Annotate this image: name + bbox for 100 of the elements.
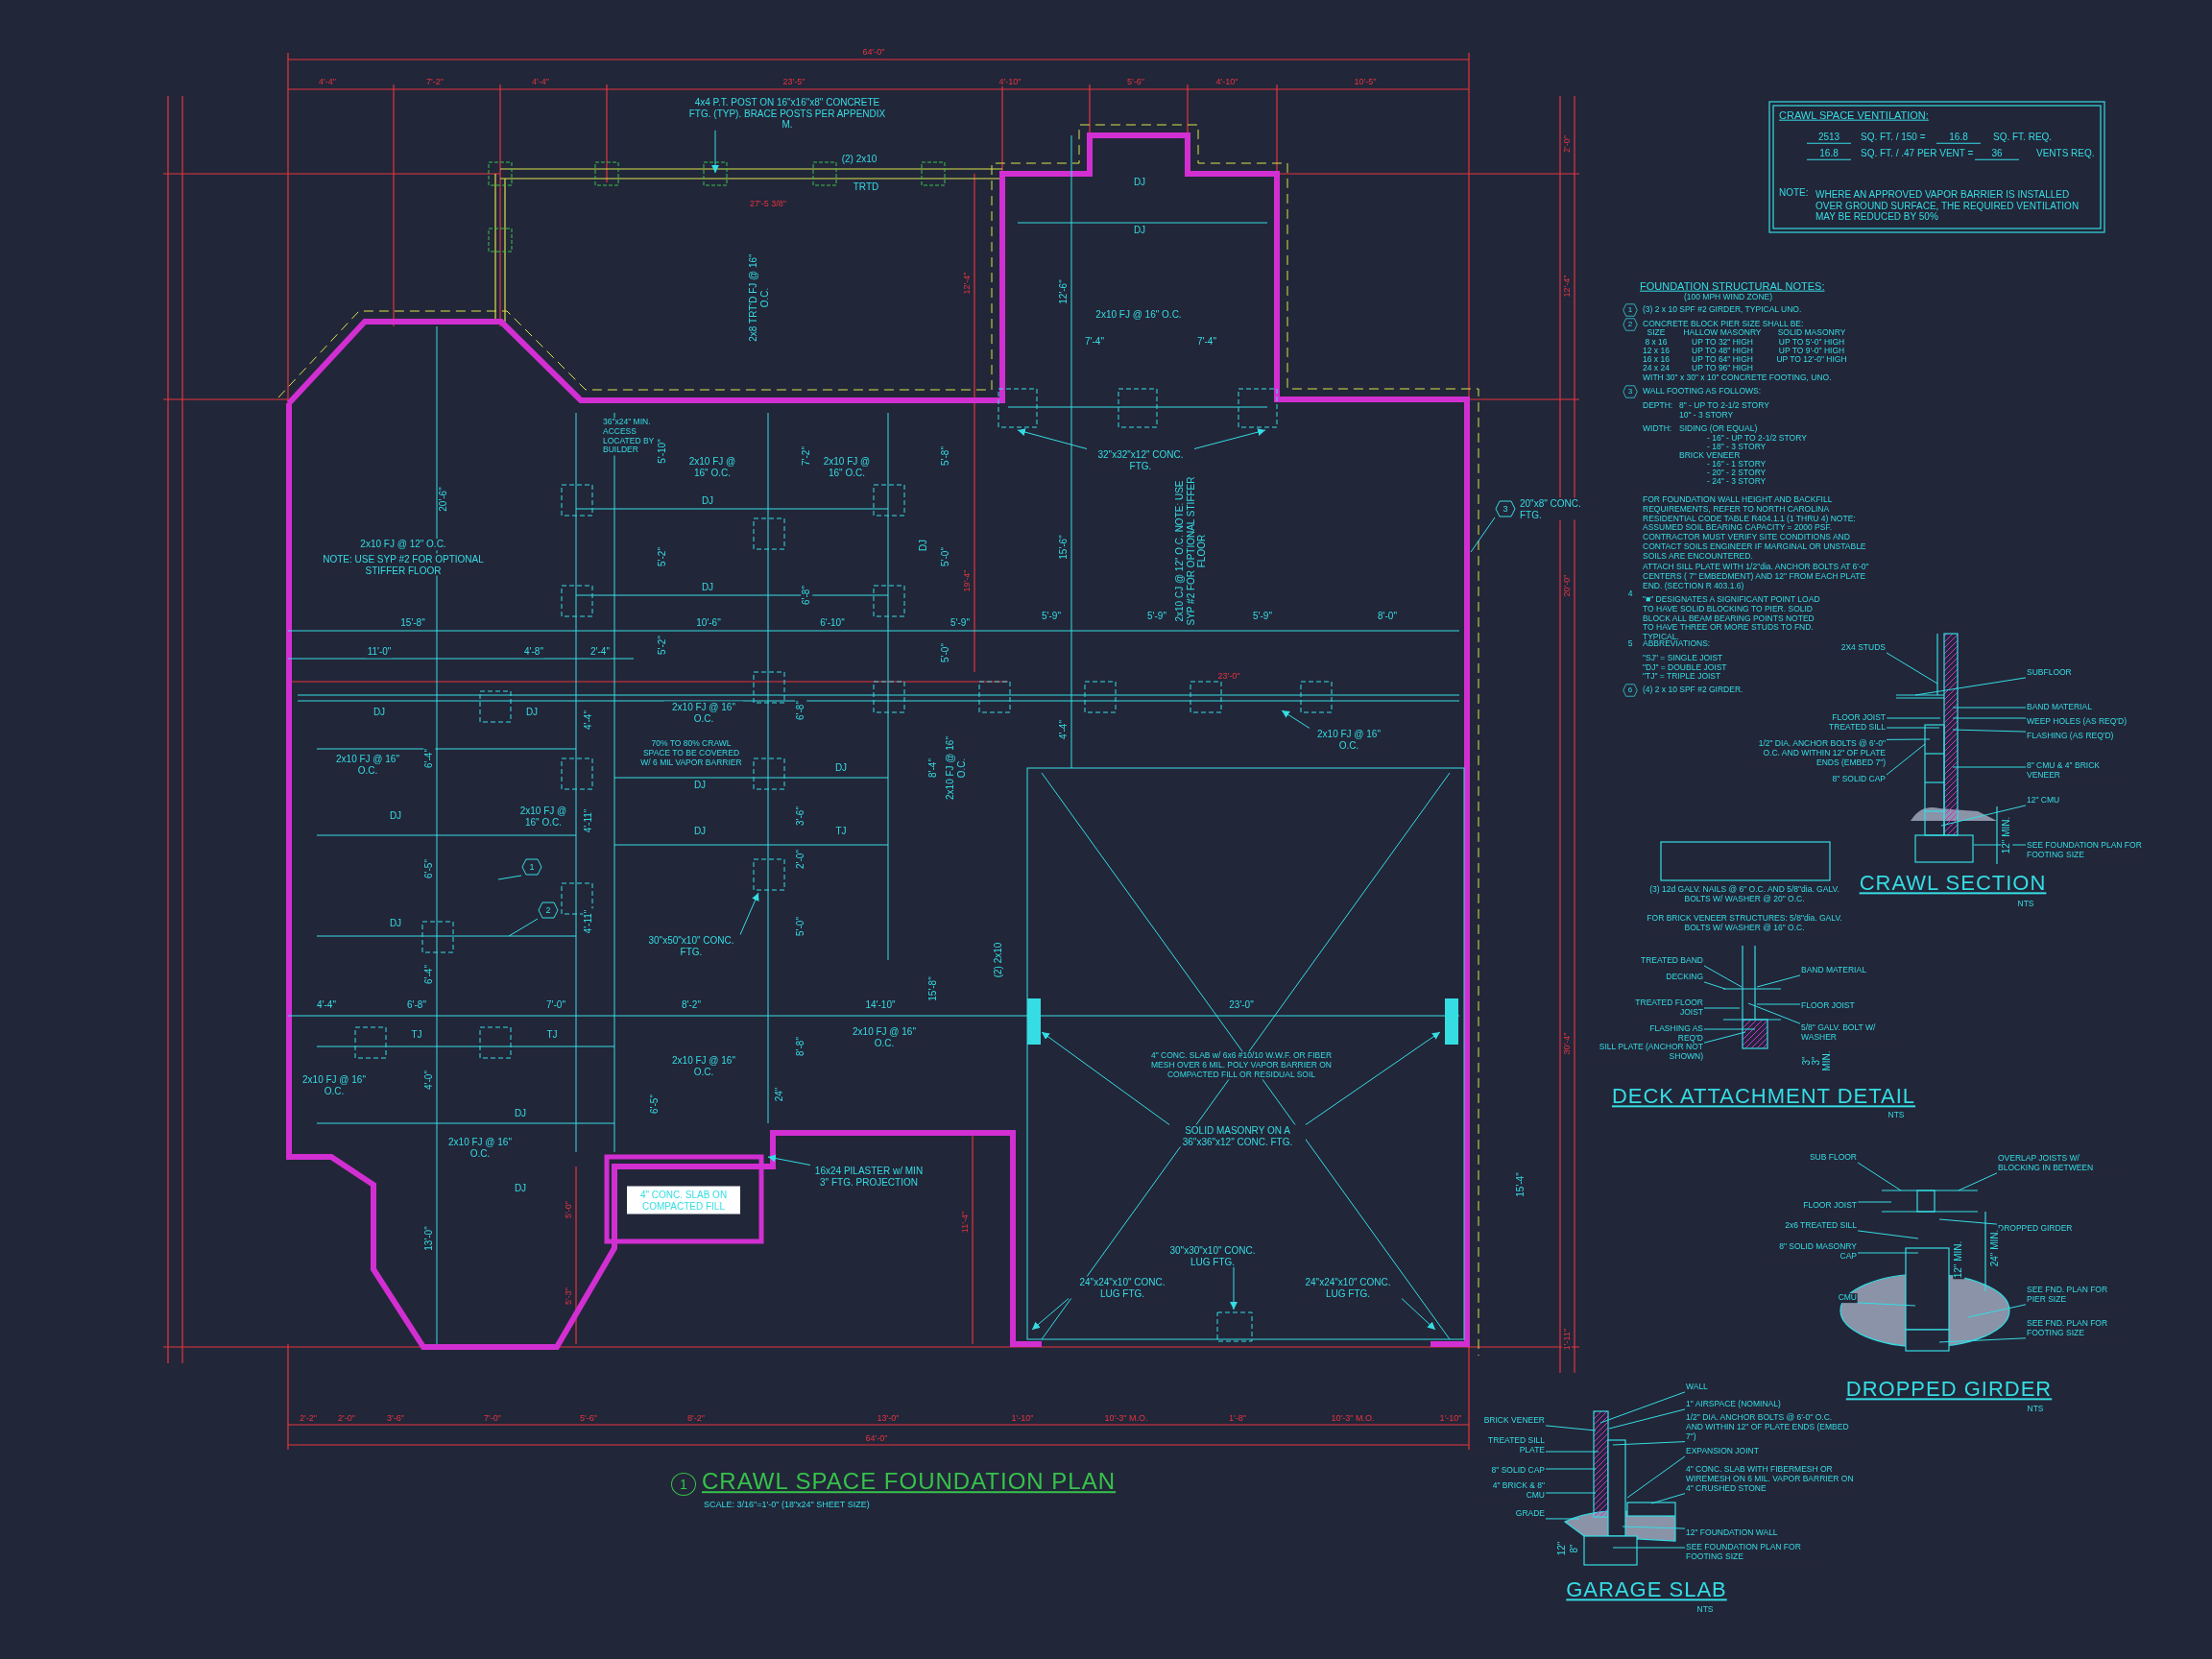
- callout-label: SUBFLOOR: [2026, 668, 2073, 678]
- vertical-note: 4'-0": [423, 1070, 435, 1091]
- dimension-text: 8'-2": [686, 1412, 706, 1424]
- note-text: NTS: [1887, 1111, 1906, 1120]
- callout-label: BAND MATERIAL: [2026, 703, 2093, 712]
- plan-note: SQ. FT. REQ.: [1992, 132, 2054, 143]
- callout-label: 8" SOLID CAP: [1490, 1466, 1546, 1476]
- vertical-note: 15'-8": [927, 975, 939, 1002]
- callout-label: 12" FOUNDATION WALL: [1685, 1528, 1779, 1538]
- plan-note: 5'-9": [1252, 611, 1273, 622]
- leader-line: [1886, 727, 1940, 729]
- leader-line: [1967, 1304, 2027, 1318]
- leader-line: [1886, 652, 1938, 685]
- crawl-section-drawing: [1895, 633, 1998, 865]
- leader-line: [1857, 1252, 1919, 1254]
- callout-label: 12" CMU: [2026, 796, 2061, 805]
- plan-note: TJ: [410, 1029, 423, 1041]
- note-text: "TJ" = TRIPLE JOIST: [1642, 672, 1722, 682]
- dimension-text: 23'-0": [1216, 670, 1241, 682]
- leader-line: [1612, 1547, 1686, 1549]
- note-text: WALL FOOTING AS FOLLOWS:: [1642, 387, 1763, 397]
- vertical-note: 12" MIN.: [1953, 1239, 1964, 1280]
- leader-line: [1703, 981, 1726, 990]
- note-text: FOR FOUNDATION WALL HEIGHT AND BACKFILL REQUIREMENTS, REFER TO NORTH CAROLINA RESIDENTIAL CODE TABLE R404.1.1 (1 THRU 4) NOTE: ASSUMED SOIL BEARING CAPACITY = 2000 PSF. CONTRACTOR MUST VERIFY SITE CONDITIONS AND CONTACT SOILS ENGINEER IF MARGINAL OR UNSTABLE SOILS ARE ENCOUNTERED.: [1642, 494, 1869, 562]
- dimension-text: 1'-10": [1010, 1412, 1035, 1424]
- callout-label: FLOOR JOIST: [1800, 1001, 1856, 1011]
- dimension-text: 7'-0": [483, 1412, 502, 1424]
- dimension-text: 1'-11": [1561, 1327, 1573, 1352]
- plan-note: 6'-10": [819, 617, 846, 629]
- hexagon-tag: 1: [521, 858, 542, 876]
- plan-note: DJ: [1132, 177, 1147, 188]
- vertical-note: DJ: [918, 538, 929, 553]
- note-text: NTS: [2026, 1405, 2045, 1414]
- vertical-note: 5'-0": [795, 916, 806, 937]
- plan-note: DJ: [388, 810, 403, 822]
- leader-line: [1938, 1218, 1998, 1225]
- note-text: 70% TO 80% CRAWL SPACE TO BE COVERED W/ 6 MIL VAPOR BARRIER: [637, 739, 745, 768]
- plan-note: DJ: [1132, 225, 1147, 236]
- note-text: 16 x 16: [1642, 355, 1671, 365]
- callout-label: 2X4 STUDS: [1839, 643, 1887, 653]
- leader-line: [1470, 517, 1496, 553]
- plan-note: 14'-10": [864, 999, 897, 1011]
- dimension-text: 30'-4": [1561, 1031, 1573, 1056]
- vertical-note: 12" MIN.: [2001, 815, 2012, 855]
- note-text: WIDTH:: [1642, 424, 1673, 434]
- vertical-note: 8": [1569, 1543, 1580, 1554]
- plan-note: 4'-4": [316, 999, 337, 1011]
- vertical-note: 24": [774, 1086, 785, 1103]
- plan-note: DJ: [833, 762, 849, 774]
- note-number: 1: [1623, 303, 1638, 317]
- note-text: UP TO 64" HIGH: [1691, 355, 1754, 365]
- vertical-note: 8'-4": [927, 757, 939, 779]
- leader-line: [767, 1154, 811, 1166]
- vertical-note: 6'-4": [423, 748, 435, 769]
- vertical-note: (2) 2x10: [993, 941, 1004, 979]
- leader-line: [1305, 1031, 1441, 1125]
- note-text: CONCRETE BLOCK PIER SIZE SHALL BE:: [1642, 320, 1805, 329]
- vertical-note: 7'-2": [801, 445, 812, 467]
- vertical-note: 3": [1801, 1055, 1813, 1067]
- note-text: (3) 2 x 10 SPF #2 GIRDER, TYPICAL UNO.: [1642, 305, 1803, 315]
- hexagon-tag: 2: [538, 902, 559, 919]
- vertical-note: 5'-10": [657, 438, 668, 465]
- callout-label: DROPPED GIRDER: [1997, 1224, 2074, 1234]
- callout-label: FLASHING (AS REQ'D): [2026, 732, 2115, 741]
- dimension-text: 1'-10": [1438, 1412, 1463, 1424]
- plan-note: 7'-4": [1196, 336, 1217, 348]
- vertical-note: 6'-5": [649, 1094, 661, 1115]
- leader-line: [1747, 1002, 1801, 1024]
- vertical-note: 5'-0": [940, 546, 951, 567]
- plan-note: DJ: [372, 707, 387, 718]
- plan-note: 6'-8": [406, 999, 427, 1011]
- leader-line: [1193, 428, 1266, 449]
- leader-line: [1703, 965, 1743, 988]
- note-text: - 16" - 1 STORY: [1706, 460, 1767, 469]
- leader-line: [1756, 1003, 1801, 1005]
- leader-line: [711, 129, 719, 174]
- note-text: 10" - 3 STORY: [1678, 411, 1735, 421]
- note-text: UP TO 96" HIGH: [1691, 364, 1754, 373]
- vertical-note: 2x10 FJ @ 16" O.C.: [944, 733, 967, 803]
- note-text: DEPTH:: [1642, 401, 1674, 411]
- note-text: SIZE: [1646, 328, 1667, 338]
- dimension-text: 13'-0": [876, 1412, 901, 1424]
- hexagon-tag: 3: [1495, 500, 1516, 517]
- callout-label: FLOOR JOIST: [1802, 1201, 1858, 1211]
- vertical-note: 13'-0": [423, 1225, 435, 1252]
- leader-line: [1612, 1441, 1686, 1446]
- leader-line: [1938, 1337, 2027, 1343]
- leader-line: [1545, 1451, 1599, 1453]
- fill-in-value: 16.8: [1936, 131, 1981, 144]
- plan-note: SQ. FT. / .47 PER VENT =: [1860, 148, 1975, 159]
- dimension-text: 10'-3" M.O.: [1330, 1412, 1376, 1424]
- plan-note: 23'-0": [1228, 999, 1255, 1011]
- dimension-text: 19'-4": [961, 568, 973, 593]
- callout-label: WALL: [1685, 1382, 1709, 1392]
- vertical-note: 8'-8": [795, 1036, 806, 1057]
- vertical-note: 5'-0": [940, 642, 951, 663]
- fill-in-value: 36: [1975, 147, 2019, 160]
- vertical-note: 6'-8": [801, 585, 812, 606]
- note-text: - 16" - UP TO 2-1/2 STORY: [1706, 434, 1808, 444]
- note-text: (100 MPH WIND ZONE): [1682, 293, 1774, 302]
